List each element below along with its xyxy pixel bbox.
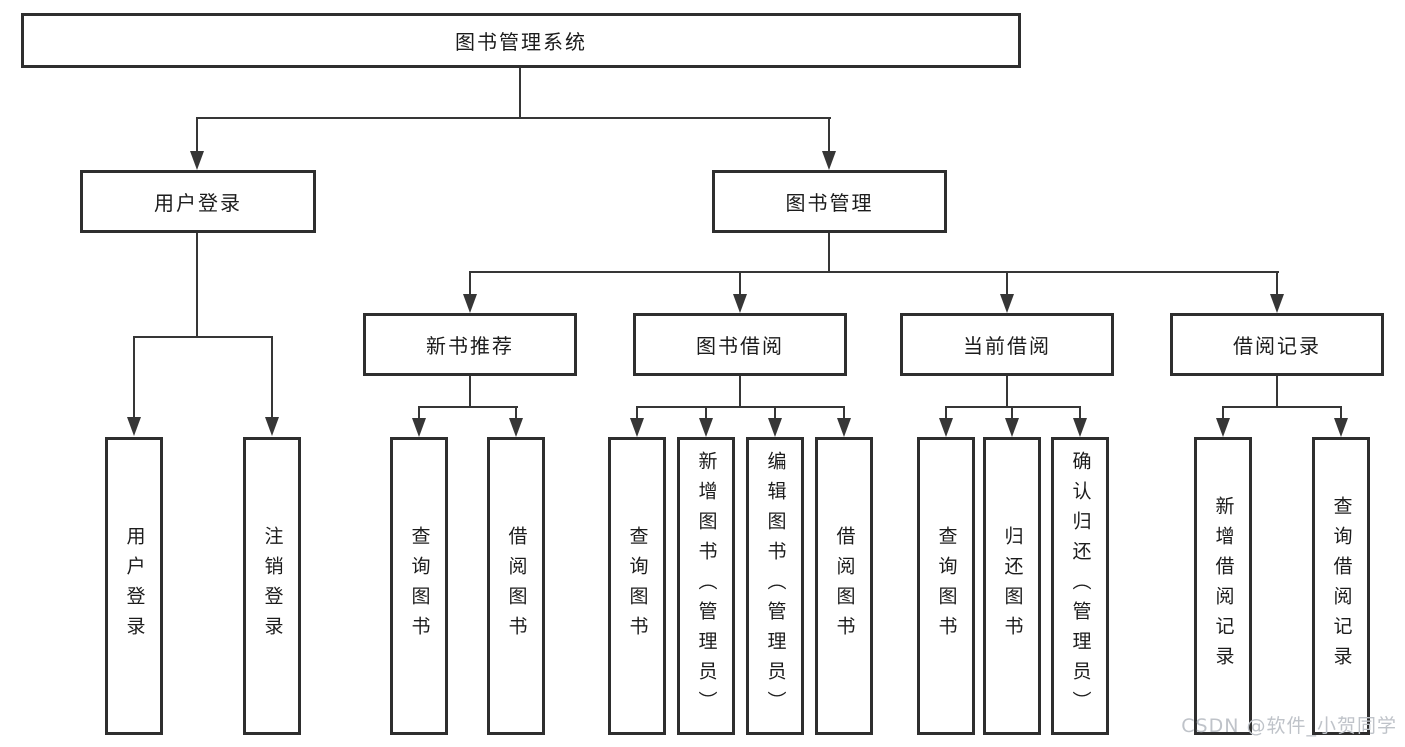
leaf-return-books: 归还图书 <box>983 437 1041 735</box>
connector-line <box>945 406 947 419</box>
leaf-return-books-label: 归还图书 <box>1001 526 1024 646</box>
leaf-logout-label: 注销登录 <box>261 526 284 646</box>
connector-line <box>271 336 273 418</box>
arrowhead-down-icon <box>509 418 523 437</box>
node-root-label: 图书管理系统 <box>455 30 587 54</box>
arrowhead-down-icon <box>1073 418 1087 437</box>
arrowhead-down-icon <box>733 294 747 313</box>
connector-line <box>1276 376 1278 408</box>
leaf-confirm-return-admin: 确认归还（管理员） <box>1051 437 1109 735</box>
arrowhead-down-icon <box>939 418 953 437</box>
arrowhead-down-icon <box>127 417 141 436</box>
arrowhead-down-icon <box>1334 418 1348 437</box>
arrowhead-down-icon <box>1005 418 1019 437</box>
connector-line <box>133 336 135 418</box>
connector-line <box>828 117 830 152</box>
connector-line <box>636 406 845 408</box>
leaf-edit-book-admin-label: 编辑图书（管理员） <box>764 451 787 721</box>
leaf-add-book-admin-label: 新增图书（管理员） <box>695 451 718 721</box>
node-root: 图书管理系统 <box>21 13 1021 68</box>
connector-line <box>418 406 420 419</box>
connector-line <box>197 117 831 119</box>
leaf-edit-book-admin: 编辑图书（管理员） <box>746 437 804 735</box>
leaf-query-books-current-label: 查询图书 <box>935 526 958 646</box>
node-current-borrow: 当前借阅 <box>900 313 1114 376</box>
leaf-query-books-borrow-label: 查询图书 <box>626 526 649 646</box>
connector-line <box>1079 406 1081 419</box>
arrowhead-down-icon <box>630 418 644 437</box>
connector-line <box>196 117 198 152</box>
leaf-borrow-books-borrow-label: 借阅图书 <box>833 526 856 646</box>
connector-line <box>519 68 521 119</box>
connector-line <box>1011 406 1013 419</box>
leaf-query-books-borrow: 查询图书 <box>608 437 666 735</box>
connector-line <box>418 406 518 408</box>
connector-line <box>774 406 776 419</box>
connector-line <box>1340 406 1342 419</box>
node-borrow-records-label: 借阅记录 <box>1233 334 1321 358</box>
leaf-query-books-current: 查询图书 <box>917 437 975 735</box>
leaf-add-book-admin: 新增图书（管理员） <box>677 437 735 735</box>
leaf-query-books-recommend-label: 查询图书 <box>408 526 431 646</box>
leaf-logout: 注销登录 <box>243 437 301 735</box>
node-borrow-records: 借阅记录 <box>1170 313 1384 376</box>
arrowhead-down-icon <box>1270 294 1284 313</box>
leaf-borrow-books-borrow: 借阅图书 <box>815 437 873 735</box>
connector-line <box>945 406 1081 408</box>
connector-line <box>705 406 707 419</box>
arrowhead-down-icon <box>699 418 713 437</box>
node-book-management-label: 图书管理 <box>785 191 874 215</box>
leaf-query-borrow-record: 查询借阅记录 <box>1312 437 1370 735</box>
connector-line <box>1222 406 1224 419</box>
arrowhead-down-icon <box>1216 418 1230 437</box>
node-book-borrow-label: 图书借阅 <box>696 334 784 358</box>
connector-line <box>739 271 741 295</box>
arrowhead-down-icon <box>768 418 782 437</box>
node-new-book-recommend: 新书推荐 <box>363 313 577 376</box>
connector-line <box>1006 271 1008 295</box>
leaf-add-borrow-record-label: 新增借阅记录 <box>1212 496 1235 676</box>
node-book-borrow: 图书借阅 <box>633 313 847 376</box>
connector-line <box>196 233 198 337</box>
connector-line <box>1222 406 1342 408</box>
connector-line <box>828 233 830 273</box>
connector-line <box>1276 271 1278 295</box>
arrowhead-down-icon <box>1000 294 1014 313</box>
connector-line <box>515 406 517 419</box>
connector-line <box>133 336 273 338</box>
arrowhead-down-icon <box>190 151 204 170</box>
arrowhead-down-icon <box>837 418 851 437</box>
connector-line <box>1006 376 1008 408</box>
leaf-add-borrow-record: 新增借阅记录 <box>1194 437 1252 735</box>
arrowhead-down-icon <box>412 418 426 437</box>
leaf-borrow-books-recommend-label: 借阅图书 <box>505 526 528 646</box>
connector-line <box>739 376 741 408</box>
arrowhead-down-icon <box>463 294 477 313</box>
node-user-login-label: 用户登录 <box>154 191 242 215</box>
connector-line <box>469 271 1279 273</box>
node-book-management: 图书管理 <box>712 170 947 233</box>
arrowhead-down-icon <box>822 151 836 170</box>
connector-line <box>469 271 471 295</box>
arrowhead-down-icon <box>265 417 279 436</box>
leaf-confirm-return-admin-label: 确认归还（管理员） <box>1069 451 1092 721</box>
leaf-user-login-label: 用户登录 <box>123 526 146 646</box>
connector-line <box>469 376 471 408</box>
csdn-watermark: CSDN @软件_小贺同学 <box>1181 715 1397 737</box>
connector-line <box>636 406 638 419</box>
leaf-user-login: 用户登录 <box>105 437 163 735</box>
leaf-query-borrow-record-label: 查询借阅记录 <box>1330 496 1353 676</box>
node-new-book-recommend-label: 新书推荐 <box>426 334 514 358</box>
connector-line <box>843 406 845 419</box>
leaf-borrow-books-recommend: 借阅图书 <box>487 437 545 735</box>
node-current-borrow-label: 当前借阅 <box>963 334 1051 358</box>
node-user-login: 用户登录 <box>80 170 316 233</box>
leaf-query-books-recommend: 查询图书 <box>390 437 448 735</box>
